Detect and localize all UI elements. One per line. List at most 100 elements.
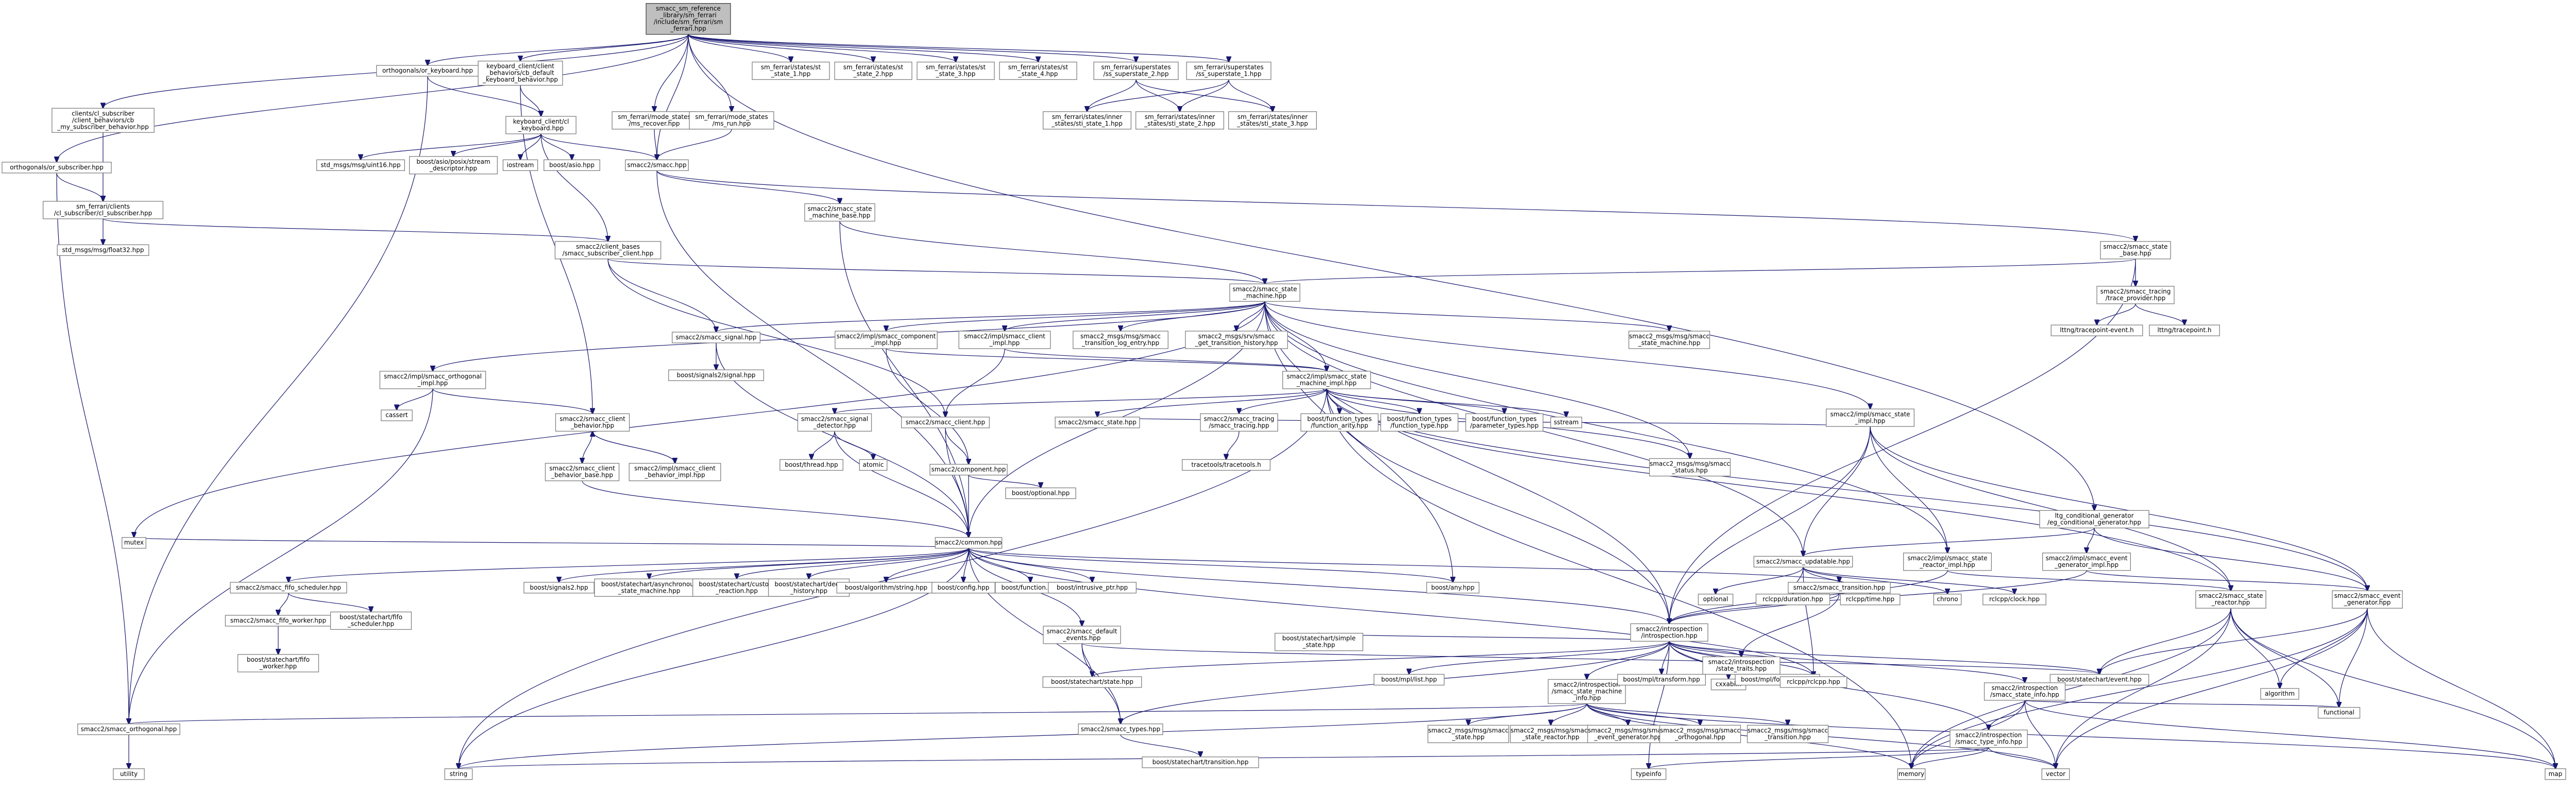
- file-node[interactable]: boost/config.hpp: [931, 582, 995, 594]
- file-node[interactable]: boost/statechart/event.hpp: [2049, 674, 2149, 686]
- file-node[interactable]: smacc2/smacc_tracing/trace_provider.hpp: [2096, 286, 2175, 304]
- file-node[interactable]: smacc2/impl/smacc_state_impl.hpp: [1825, 408, 1914, 427]
- file-node[interactable]: smacc2/smacc_default_events.hpp: [1043, 626, 1121, 644]
- file-node[interactable]: smacc2_msgs/msg/smacc_orthogonal.hpp: [1659, 725, 1741, 744]
- file-node[interactable]: smacc2/client_bases/smacc_subscriber_cli…: [554, 241, 662, 260]
- file-node[interactable]: rclcpp/duration.hpp: [1755, 594, 1831, 606]
- file-node[interactable]: smacc2/smacc.hpp: [625, 159, 689, 171]
- file-node[interactable]: boost/optional.hpp: [1005, 487, 1076, 499]
- file-node[interactable]: smacc2/impl/smacc_event_generator_impl.h…: [2042, 553, 2131, 571]
- file-node[interactable]: sm_ferrari/states/st_state_2.hpp: [834, 61, 912, 80]
- file-node[interactable]: smacc2_msgs/msg/smacc_event_generator.hp…: [1587, 725, 1669, 744]
- file-node[interactable]: orthogonals/or_keyboard.hpp: [376, 65, 479, 77]
- file-node[interactable]: boost/any.hpp: [1426, 582, 1480, 594]
- file-node[interactable]: smacc2/impl/smacc_component_impl.hpp: [835, 331, 938, 349]
- file-node[interactable]: smacc2/common.hpp: [935, 537, 1003, 549]
- file-node[interactable]: smacc2/smacc_signal_detector.hpp: [797, 413, 872, 432]
- file-node[interactable]: ltg_conditional_generator/eg_conditional…: [2039, 510, 2149, 528]
- file-node[interactable]: smacc2/smacc_tracing/smacc_tracing.hpp: [1200, 413, 1278, 432]
- file-node[interactable]: boost/statechart/asynchronous_state_mach…: [594, 578, 704, 597]
- file-node[interactable]: memory: [1897, 768, 1926, 780]
- file-node[interactable]: sm_ferrari/states/inner_states/sti_state…: [1135, 111, 1224, 130]
- file-node[interactable]: sm_ferrari/mode_states/ms_run.hpp: [689, 111, 774, 130]
- file-node[interactable]: keyboard_client/client_behaviors/cb_defa…: [478, 60, 563, 86]
- file-node[interactable]: lttng/tracepoint-event.h: [2050, 324, 2143, 336]
- file-node[interactable]: smacc2/introspection/state_traits.hpp: [1702, 656, 1781, 675]
- file-node[interactable]: smacc2/smacc_client_behavior.hpp: [555, 413, 630, 432]
- file-node[interactable]: boost/signals2/signal.hpp: [668, 369, 764, 381]
- file-node[interactable]: smacc2/impl/smacc_orthogonal_impl.hpp: [379, 371, 486, 389]
- file-node[interactable]: boost/signals2.hpp: [523, 582, 595, 594]
- file-node[interactable]: typeinfo: [1631, 768, 1667, 780]
- file-node[interactable]: smacc2/introspection/smacc_state_info.hp…: [1984, 682, 2066, 701]
- file-node[interactable]: boost/statechart/state.hpp: [1042, 676, 1142, 688]
- file-node[interactable]: smacc2/impl/smacc_client_behavior_impl.h…: [629, 463, 721, 481]
- root-file-node[interactable]: smacc_sm_reference_library/sm_ferrari/in…: [646, 3, 731, 35]
- file-node[interactable]: sm_ferrari/superstates/ss_superstate_2.h…: [1093, 61, 1179, 80]
- file-node[interactable]: boost/algorithm/string.hpp: [836, 582, 936, 594]
- file-node[interactable]: boost/function_types/function_arity.hpp: [1300, 413, 1379, 432]
- file-node[interactable]: utility: [113, 768, 145, 780]
- file-node[interactable]: smacc2/smacc_state_base.hpp: [2100, 241, 2171, 260]
- file-node[interactable]: keyboard_client/cl_keyboard.hpp: [505, 116, 577, 134]
- file-node[interactable]: boost/function_types/function_type.hpp: [1380, 413, 1459, 432]
- file-node[interactable]: smacc2/component.hpp: [929, 463, 1008, 476]
- file-node[interactable]: smacc2_msgs/msg/smacc_transition.hpp: [1747, 725, 1829, 744]
- file-node[interactable]: boost/asio/posix/stream_descriptor.hpp: [409, 156, 498, 175]
- file-node[interactable]: smacc2/smacc_updatable.hpp: [1753, 556, 1853, 567]
- file-node[interactable]: map: [2545, 768, 2566, 780]
- file-node[interactable]: chrono: [1933, 594, 1962, 606]
- file-node[interactable]: boost/statechart/simple_state.hpp: [1274, 633, 1363, 651]
- file-node[interactable]: smacc2/smacc_event_generator.hpp: [2332, 590, 2403, 609]
- file-node[interactable]: atomic: [859, 459, 888, 471]
- file-node[interactable]: string: [444, 768, 473, 780]
- file-node[interactable]: boost/mpl/transform.hpp: [1617, 674, 1706, 686]
- file-node[interactable]: smacc2/smacc_orthogonal.hpp: [77, 723, 180, 735]
- file-node[interactable]: sm_ferrari/states/st_state_1.hpp: [752, 61, 830, 80]
- file-node[interactable]: mutex: [122, 537, 146, 549]
- file-node[interactable]: smacc2/introspection/smacc_type_info.hpp: [1950, 729, 2028, 748]
- file-node[interactable]: smacc2/smacc_state_reactor.hpp: [2195, 590, 2266, 609]
- file-node[interactable]: smacc2_msgs/msg/smacc_status.hpp: [1649, 458, 1731, 477]
- file-node[interactable]: sm_ferrari/states/st_state_3.hpp: [917, 61, 995, 80]
- file-node[interactable]: boost/asio.hpp: [544, 159, 600, 171]
- file-node[interactable]: boost/statechart/fifo_worker.hpp: [237, 654, 319, 673]
- file-node[interactable]: cassert: [381, 409, 413, 421]
- file-node[interactable]: std_msgs/msg/uint16.hpp: [316, 159, 405, 171]
- file-node[interactable]: smacc2/introspection/smacc_state_machine…: [1548, 679, 1626, 704]
- file-node[interactable]: boost/intrusive_ptr.hpp: [1048, 582, 1137, 594]
- file-node[interactable]: rclcpp/rclcpp.hpp: [1780, 676, 1848, 688]
- file-node[interactable]: orthogonals/or_subscriber.hpp: [2, 162, 112, 174]
- file-node[interactable]: smacc2/smacc_fifo_scheduler.hpp: [230, 582, 347, 594]
- file-node[interactable]: smacc2/impl/smacc_state_reactor_impl.hpp: [1903, 553, 1992, 571]
- file-node[interactable]: smacc2/smacc_client.hpp: [901, 417, 990, 428]
- file-node[interactable]: boost/function_types/parameter_types.hpp: [1465, 413, 1544, 432]
- file-node[interactable]: iostream: [502, 159, 538, 171]
- file-node[interactable]: smacc2_msgs/msg/smacc_state_machine.hpp: [1628, 331, 1710, 349]
- file-node[interactable]: smacc2/impl/smacc_client_impl.hpp: [958, 331, 1051, 349]
- file-node[interactable]: smacc2/introspection/introspection.hpp: [1630, 623, 1708, 642]
- file-node[interactable]: smacc2/impl/smacc_state_machine_impl.hpp: [1282, 371, 1371, 389]
- file-node[interactable]: clients/cl_subscriber/client_behaviors/c…: [52, 108, 155, 133]
- file-node[interactable]: smacc2_msgs/srv/smacc_get_transition_his…: [1185, 331, 1288, 349]
- file-node[interactable]: sm_ferrari/superstates/ss_superstate_1.h…: [1186, 61, 1272, 80]
- file-node[interactable]: sm_ferrari/clients/cl_subscriber/cl_subs…: [42, 201, 164, 219]
- file-node[interactable]: smacc2/smacc_client_behavior_base.hpp: [545, 463, 620, 481]
- file-node[interactable]: boost/statechart/fifo_scheduler.hpp: [330, 611, 412, 630]
- file-node[interactable]: boost/thread.hpp: [779, 459, 843, 471]
- file-node[interactable]: functional: [2317, 707, 2361, 719]
- file-node[interactable]: smacc2_msgs/msg/smacc_transition_log_ent…: [1073, 331, 1168, 349]
- file-node[interactable]: sm_ferrari/states/inner_states/sti_state…: [1228, 111, 1317, 130]
- file-node[interactable]: sm_ferrari/mode_states/ms_recover.hpp: [612, 111, 697, 130]
- file-node[interactable]: sm_ferrari/states/st_state_4.hpp: [999, 61, 1077, 80]
- file-node[interactable]: lttng/tracepoint.h: [2149, 324, 2220, 336]
- file-node[interactable]: rclcpp/clock.hpp: [1982, 594, 2046, 606]
- file-node[interactable]: algorithm: [2260, 688, 2299, 700]
- file-node[interactable]: optional: [1698, 594, 1734, 606]
- file-node[interactable]: tracetools/tracetools.h: [1181, 459, 1270, 471]
- file-node[interactable]: smacc2/smacc_transition.hpp: [1788, 582, 1891, 594]
- file-node[interactable]: smacc2_msgs/msg/smacc_state_reactor.hpp: [1510, 725, 1592, 744]
- file-node[interactable]: smacc2/smacc_state_machine_base.hpp: [804, 203, 875, 222]
- file-node[interactable]: vector: [2041, 768, 2070, 780]
- file-node[interactable]: std_msgs/msg/float32.hpp: [57, 244, 149, 256]
